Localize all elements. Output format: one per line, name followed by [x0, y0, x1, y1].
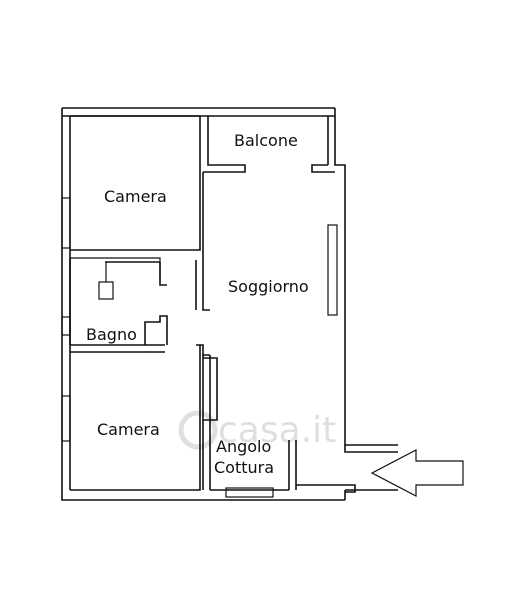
- toilet-icon: [98, 281, 114, 300]
- window-camera-top: [61, 197, 71, 249]
- room-label-angolo-line1: Angolo: [216, 437, 271, 456]
- room-angolo-cottura: Angolo Cottura: [202, 355, 356, 498]
- window-bagno: [61, 316, 71, 336]
- room-label-bagno: Bagno: [86, 325, 137, 344]
- room-balcone: Balcone: [203, 116, 335, 173]
- watermark-logo-icon: [178, 410, 218, 450]
- room-camera-top: Camera: [61, 115, 201, 280]
- entrance-arrow-icon: [370, 449, 464, 497]
- window-camera-bottom: [61, 395, 71, 442]
- room-label-camera-top: Camera: [104, 187, 167, 206]
- window-soggiorno: [327, 224, 338, 316]
- room-label-balcone: Balcone: [234, 131, 298, 150]
- room-label-angolo-line2: Cottura: [214, 458, 274, 477]
- room-bagno: Bagno: [61, 258, 168, 353]
- room-label-soggiorno: Soggiorno: [228, 277, 309, 296]
- room-soggiorno: Soggiorno: [195, 172, 338, 316]
- watermark: casa.it: [178, 410, 336, 451]
- room-camera-bottom: Camera: [61, 344, 210, 491]
- watermark-text: casa.it: [218, 410, 336, 451]
- window-angolo: [225, 487, 274, 498]
- room-label-camera-bottom: Camera: [97, 420, 160, 439]
